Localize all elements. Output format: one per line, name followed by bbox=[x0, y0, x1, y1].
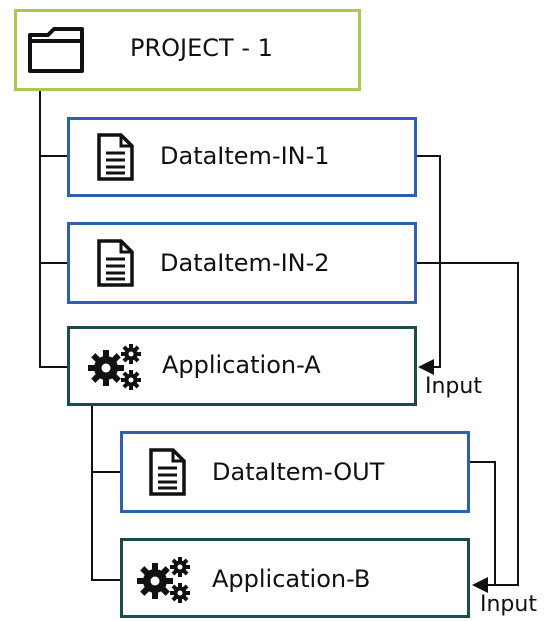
application-b-node[interactable] bbox=[120, 538, 470, 618]
gears-icon bbox=[137, 557, 190, 603]
input-label-appb: Input bbox=[480, 592, 537, 617]
gears-icon bbox=[88, 344, 141, 390]
document-icon bbox=[97, 239, 134, 287]
document-icon bbox=[97, 133, 134, 181]
project-title: PROJECT - 1 bbox=[130, 34, 273, 62]
application-a-label: Application-A bbox=[162, 351, 321, 379]
document-icon bbox=[149, 448, 186, 496]
tree-line-appa bbox=[91, 406, 120, 581]
dataitem-in1-node[interactable] bbox=[67, 117, 417, 197]
project-node[interactable] bbox=[14, 9, 361, 91]
folder-icon bbox=[28, 27, 84, 73]
flow-in1-to-appa bbox=[417, 155, 441, 375]
tree-line-project bbox=[39, 91, 67, 368]
flow-out-to-appb bbox=[470, 461, 496, 585]
dataitem-in2-node[interactable] bbox=[67, 222, 417, 304]
dataitem-in2-label: DataItem-IN-2 bbox=[160, 249, 330, 277]
application-a-node[interactable] bbox=[67, 326, 417, 406]
dataitem-out-label: DataItem-OUT bbox=[212, 458, 385, 486]
flow-in2-to-appb bbox=[417, 262, 519, 593]
input-label-appa: Input bbox=[425, 374, 482, 399]
dataitem-in1-label: DataItem-IN-1 bbox=[160, 142, 330, 170]
application-b-label: Application-B bbox=[212, 565, 371, 593]
dataitem-out-node[interactable] bbox=[120, 431, 470, 513]
